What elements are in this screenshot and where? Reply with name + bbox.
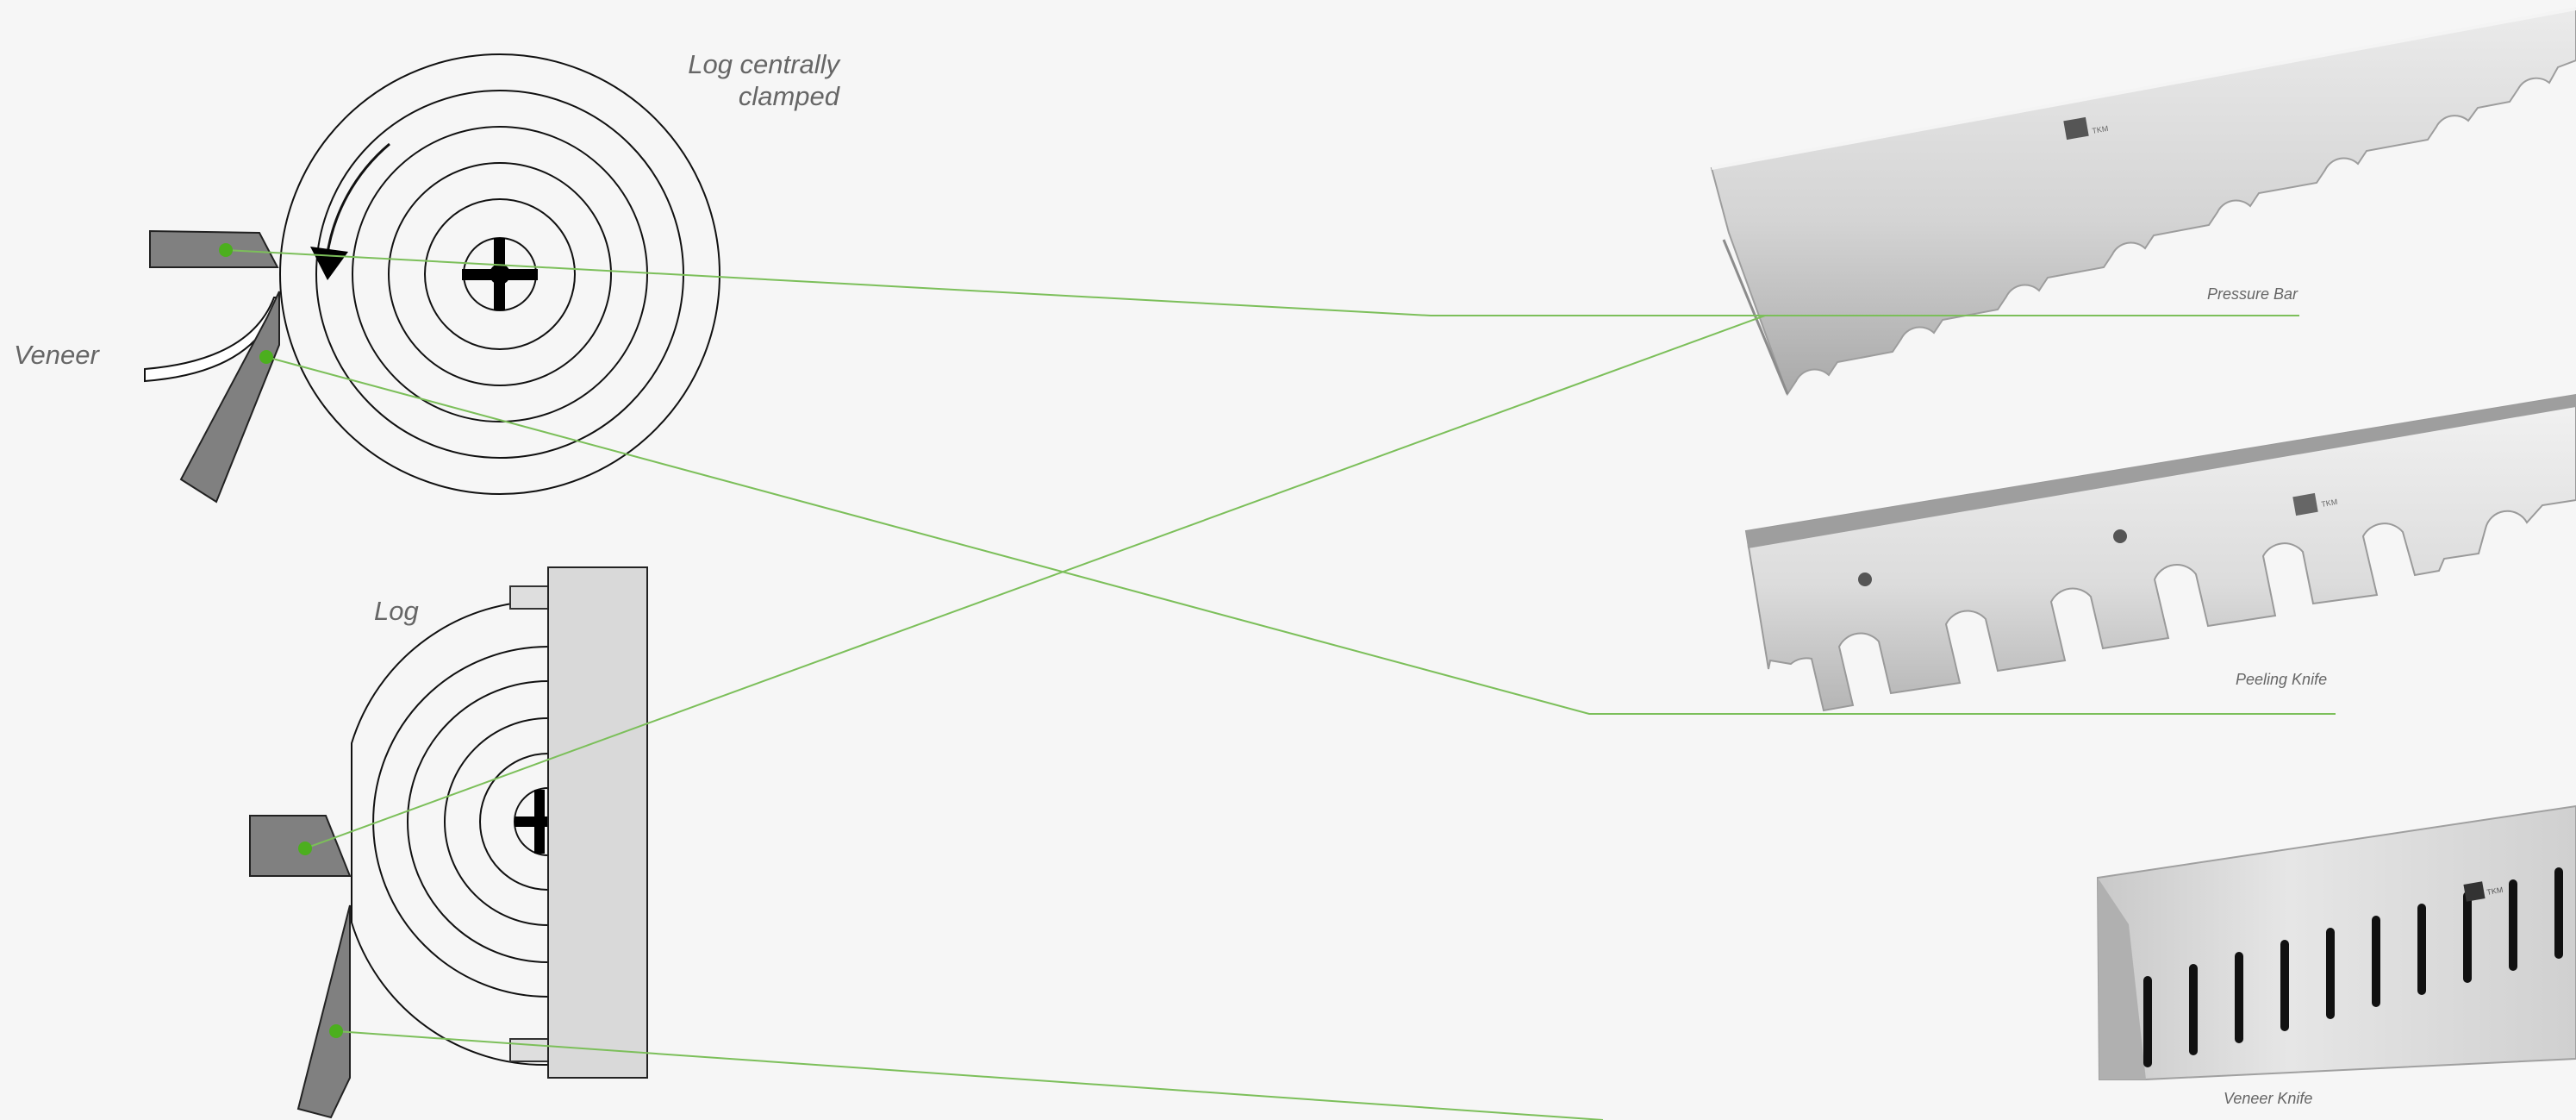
log-ring	[407, 680, 549, 963]
upper-clamp	[509, 585, 549, 610]
chuck-half-cross-icon	[515, 790, 549, 854]
svg-text:TKM: TKM	[2092, 124, 2109, 135]
half-log-rings	[351, 599, 549, 1067]
lower-clamp	[509, 1038, 549, 1062]
blade-edge-highlight	[1711, 7, 2576, 170]
mounting-hole	[1858, 573, 1872, 586]
tkm-logo-mark: TKM	[2463, 881, 2504, 902]
slot	[2554, 867, 2563, 959]
slot	[2463, 892, 2472, 983]
veneer-knife-label: Veneer Knife	[2224, 1090, 2313, 1107]
marker-dot	[298, 842, 312, 855]
peeling-knife-bevel	[1746, 395, 2576, 548]
svg-text:TKM: TKM	[2486, 885, 2504, 897]
tkm-logo-mark: TKM	[2292, 492, 2338, 516]
log-growth-rings	[279, 53, 720, 495]
label-line-2: clamped	[738, 81, 839, 111]
chuck-cross-icon	[462, 238, 538, 310]
marker-dot	[259, 350, 273, 364]
marker-dots	[219, 243, 343, 1038]
slot	[2326, 928, 2335, 1019]
leader-line-pressure-bar-top	[225, 249, 2299, 316]
log-ring	[388, 162, 612, 386]
blade-bevel	[1722, 239, 1789, 395]
log-ring	[444, 717, 549, 926]
tkm-logo-mark: TKM	[2063, 116, 2109, 141]
veneer-knife-slots	[2143, 867, 2563, 1067]
slot	[2143, 976, 2152, 1067]
log-label: Log	[374, 596, 419, 626]
peeling-knife-tool	[179, 291, 280, 504]
slot	[2189, 964, 2198, 1055]
plate-clamped-log-diagram	[249, 566, 648, 1119]
slot	[2235, 952, 2243, 1043]
mounting-hole	[2113, 529, 2127, 543]
peeling-knife-product-photo: TKM	[1744, 393, 2576, 712]
rotation-arrow-icon	[325, 142, 390, 260]
peeling-knife-label: Peeling Knife	[2236, 671, 2328, 688]
label-line-1: Log centrally	[688, 49, 839, 79]
veneer-knife-product-photo: TKM	[2096, 804, 2576, 1080]
veneer-knife-bevel	[2098, 878, 2146, 1079]
leader-line-peeling-knife	[265, 356, 2336, 715]
marker-dot	[329, 1024, 343, 1038]
peeling-knife-blade	[1744, 393, 2576, 712]
pressure-bar-blade	[1710, 7, 2576, 397]
log-ring	[352, 126, 648, 422]
pressure-bar-tool	[149, 229, 279, 268]
leader-lines	[225, 249, 2336, 1120]
marker-dot	[219, 243, 233, 257]
holding-plate	[547, 566, 648, 1079]
peeling-knife-tool-lower	[296, 904, 351, 1119]
log-ring	[424, 198, 576, 350]
pressure-bar-product-photo: TKM	[1710, 7, 2576, 397]
slot	[2372, 916, 2380, 1007]
slot	[2417, 904, 2426, 995]
log-ring-outer	[351, 599, 549, 1067]
leader-line-pressure-bar-bottom	[304, 315, 1766, 849]
leader-line-veneer-knife	[335, 1030, 1604, 1120]
log-centrally-clamped-label: Log centrally clamped	[629, 48, 839, 112]
log-ring	[372, 646, 549, 998]
veneer-knife-blade	[2096, 804, 2576, 1080]
pressure-bar-label: Pressure Bar	[2207, 285, 2298, 303]
slot	[2509, 879, 2517, 971]
slot	[2280, 940, 2289, 1031]
log-ring	[479, 753, 549, 891]
log-ring-outer	[279, 53, 720, 495]
svg-text:TKM: TKM	[2321, 497, 2338, 509]
veneer-label: Veneer	[14, 340, 99, 370]
centrally-clamped-log-diagram	[144, 53, 720, 504]
